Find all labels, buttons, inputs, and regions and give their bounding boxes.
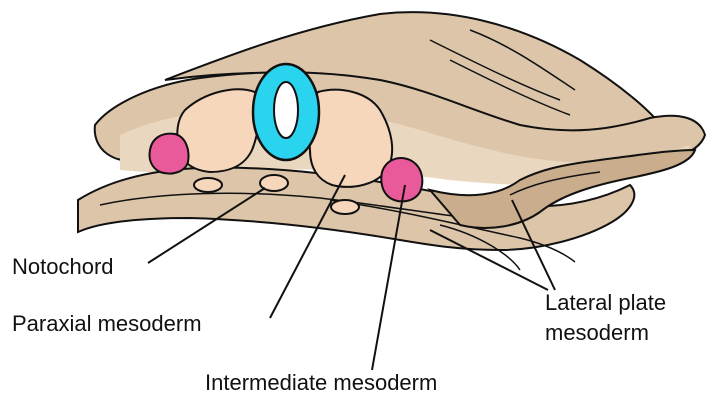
label-lateral-line1: Lateral plate xyxy=(545,288,666,318)
intermediate-mesoderm-right xyxy=(381,158,422,201)
label-lateral-plate-mesoderm: Lateral plate mesoderm xyxy=(545,288,666,348)
intermediate-mesoderm-left xyxy=(149,134,188,174)
label-lateral-line2: mesoderm xyxy=(545,318,666,348)
cell-bottom xyxy=(331,200,359,214)
cell-left xyxy=(194,178,222,192)
label-notochord: Notochord xyxy=(12,255,114,279)
label-paraxial-mesoderm: Paraxial mesoderm xyxy=(12,312,202,336)
neural-tube-lumen xyxy=(274,82,298,138)
label-intermediate-mesoderm: Intermediate mesoderm xyxy=(205,371,437,395)
